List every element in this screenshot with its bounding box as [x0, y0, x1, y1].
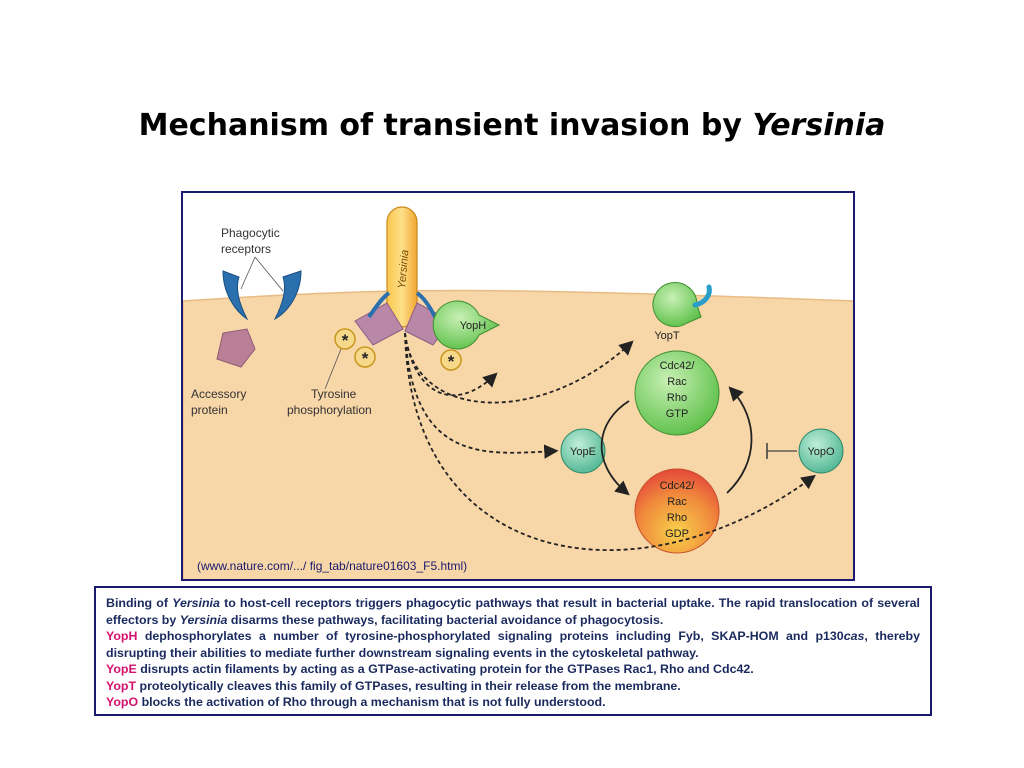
caption-yoph-text: dephosphorylates a number of tyrosine-ph… — [137, 629, 844, 643]
cycle-arrow-left — [600, 400, 630, 496]
yope-label: YopE — [570, 446, 596, 458]
cleaved-tail — [692, 284, 712, 308]
yopo-label: YopO — [807, 446, 835, 458]
gtp-label-3: Rho — [667, 392, 687, 404]
yopt-shape — [652, 282, 702, 328]
caption-yope: YopE — [106, 662, 137, 676]
caption-text: to host-cell receptors triggers phagocyt… — [106, 596, 920, 627]
gtp-label-1: Cdc42/ — [660, 360, 696, 372]
phagocytic-receptor-right — [273, 270, 302, 321]
arrow-to-yopo — [404, 332, 816, 551]
caption-yoph-text: , thereby disrupting their abilities to … — [106, 629, 920, 660]
caption-yersinia: Yersinia — [172, 596, 220, 610]
diagram-figure: Phagocytic receptors Accessory protein Y… — [181, 191, 855, 581]
gdp-label-3: Rho — [667, 512, 687, 524]
yopo-shape — [798, 428, 844, 474]
caption-yopt-text: proteolytically cleaves this family of G… — [136, 678, 681, 693]
arrow-to-yopt — [404, 332, 634, 404]
caption-text: Binding of — [106, 596, 173, 610]
yersinia-label: Yersinia — [396, 249, 411, 289]
cell-membrane — [183, 289, 853, 579]
accessory-protein-shape — [216, 328, 256, 368]
caption-box: Binding of Yersinia to host-cell recepto… — [94, 586, 932, 716]
asterisk-2: * — [362, 349, 369, 368]
caption-yersinia: Yersinia — [179, 612, 228, 627]
caption-cas: cas — [843, 629, 865, 643]
caption-yopo: YopO — [106, 695, 139, 709]
yoph-shape — [432, 300, 501, 350]
caption-text: disarms these pathways, facilitating bac… — [227, 612, 664, 627]
phagocytic-receptors-label-2: receptors — [221, 242, 271, 256]
gdp-label-4: GDP — [665, 528, 689, 540]
gdp-complex — [634, 468, 720, 554]
phosphotyrosine-3: * — [440, 349, 462, 371]
yoph-label: YopH — [460, 320, 487, 332]
title-prefix: Mechanism of transient invasion by — [138, 108, 753, 143]
caption-yoph: YopH — [106, 629, 138, 643]
phosphotyrosine-2: * — [354, 346, 376, 368]
phosphotyrosine-1: * — [334, 328, 356, 350]
diagram-svg: Phagocytic receptors Accessory protein Y… — [183, 206, 853, 579]
caption-yopo-text: blocks the activation of Rho through a m… — [138, 695, 606, 709]
page-title: Mechanism of transient invasion by Yersi… — [0, 108, 1024, 143]
accessory-protein-label-2: protein — [191, 403, 228, 417]
accessory-protein-label-1: Accessory — [191, 387, 246, 401]
caption-yope-text: disrupts actin filaments by acting as a … — [136, 662, 754, 676]
tyrosine-phosphorylation-label-1: Tyrosine — [311, 387, 357, 401]
tyrosine-phosphorylation-label-2: phosphorylation — [287, 403, 372, 417]
phagocytic-receptor-left — [222, 270, 249, 321]
phagocytic-receptors-label-1: Phagocytic — [221, 226, 280, 240]
asterisk-3: * — [448, 352, 455, 371]
gtp-label-4: GTP — [666, 408, 689, 420]
yope-shape — [560, 428, 606, 474]
arrow-to-yoph — [404, 332, 498, 396]
gtp-label-2: Rac — [667, 376, 687, 388]
gtp-complex — [634, 350, 720, 436]
asterisk-1: * — [342, 331, 349, 350]
gdp-label-1: Cdc42/ — [660, 480, 696, 492]
caption-yopt: YopT — [106, 678, 137, 693]
gdp-label-2: Rac — [667, 496, 687, 508]
cycle-arrow-right — [726, 386, 753, 494]
arrow-to-yope — [404, 332, 559, 459]
yopt-label: YopT — [654, 330, 680, 342]
title-emph: Yersinia — [752, 108, 886, 143]
source-link[interactable]: (www.nature.com/.../ fig_tab/nature01603… — [197, 559, 468, 573]
